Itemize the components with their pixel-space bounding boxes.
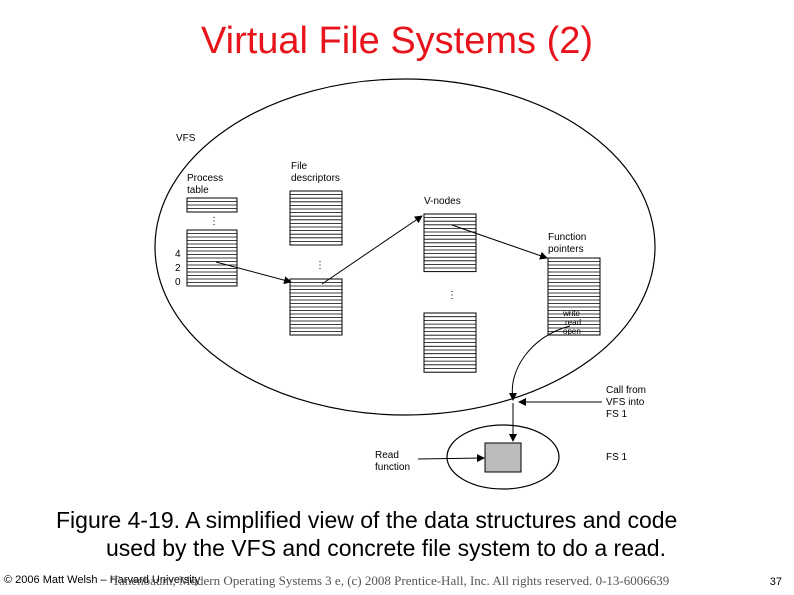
function-entry-open: open	[563, 327, 581, 336]
function-entry-read: read	[565, 318, 581, 327]
file-descriptors-label-1: File	[291, 161, 308, 172]
fs1-label: FS 1	[606, 452, 628, 463]
arrow-process-to-fd	[215, 261, 292, 285]
function-pointers-stack	[547, 257, 601, 336]
vfs-label: VFS	[176, 133, 196, 144]
vnodes-stack-upper	[423, 213, 477, 273]
entry-number-0: 0	[175, 277, 181, 288]
figure-caption: Figure 4-19. A simplified view of the da…	[56, 506, 776, 562]
file-descriptors-stack-lower	[289, 278, 343, 336]
process-table-label-1: Process	[187, 173, 223, 184]
slide-title: Virtual File Systems (2)	[200, 20, 594, 62]
arrow-vnode-to-funcptr	[451, 224, 548, 260]
vnodes-stack-lower	[423, 312, 477, 373]
function-pointers-label-1: Function	[548, 232, 586, 243]
footer-book-credit: Tanenbaum, Modern Operating Systems 3 e,…	[112, 573, 670, 588]
entry-number-2: 2	[175, 263, 181, 274]
vfs-ellipse	[154, 78, 656, 416]
file-descriptors-label-2: descriptors	[291, 173, 340, 184]
call-label-1: Call from	[606, 385, 646, 396]
read-function-label-2: function	[375, 462, 410, 473]
ellipsis-file-descriptors: ⋮	[315, 260, 325, 271]
call-label-3: FS 1	[606, 409, 628, 420]
arrow-read-to-fs1	[509, 325, 571, 401]
vnodes-label: V-nodes	[424, 196, 461, 207]
read-function-label-1: Read	[375, 450, 399, 461]
caption-line-1: Figure 4-19. A simplified view of the da…	[56, 507, 678, 533]
fs1-ellipse	[446, 424, 560, 490]
function-pointers-label-2: pointers	[548, 244, 584, 255]
call-label-2: VFS into	[606, 397, 645, 408]
read-function-box	[484, 442, 522, 473]
entry-number-4: 4	[175, 249, 181, 260]
process-table-stack	[186, 197, 238, 287]
page-number: 37	[769, 576, 782, 588]
file-descriptors-stack-upper	[289, 190, 343, 246]
arrow-readlabel-to-box	[417, 454, 485, 463]
ellipsis-vnodes: ⋮	[447, 290, 457, 301]
process-table-label-2: table	[187, 185, 209, 196]
arrow-fd-to-vnode	[321, 215, 423, 285]
function-entry-write: write	[562, 309, 580, 318]
ellipsis-process-table: ⋮	[209, 216, 219, 227]
footer-copyright: © 2006 Matt Welsh – Harvard University	[4, 574, 201, 586]
caption-line-2: used by the VFS and concrete file system…	[106, 535, 666, 561]
